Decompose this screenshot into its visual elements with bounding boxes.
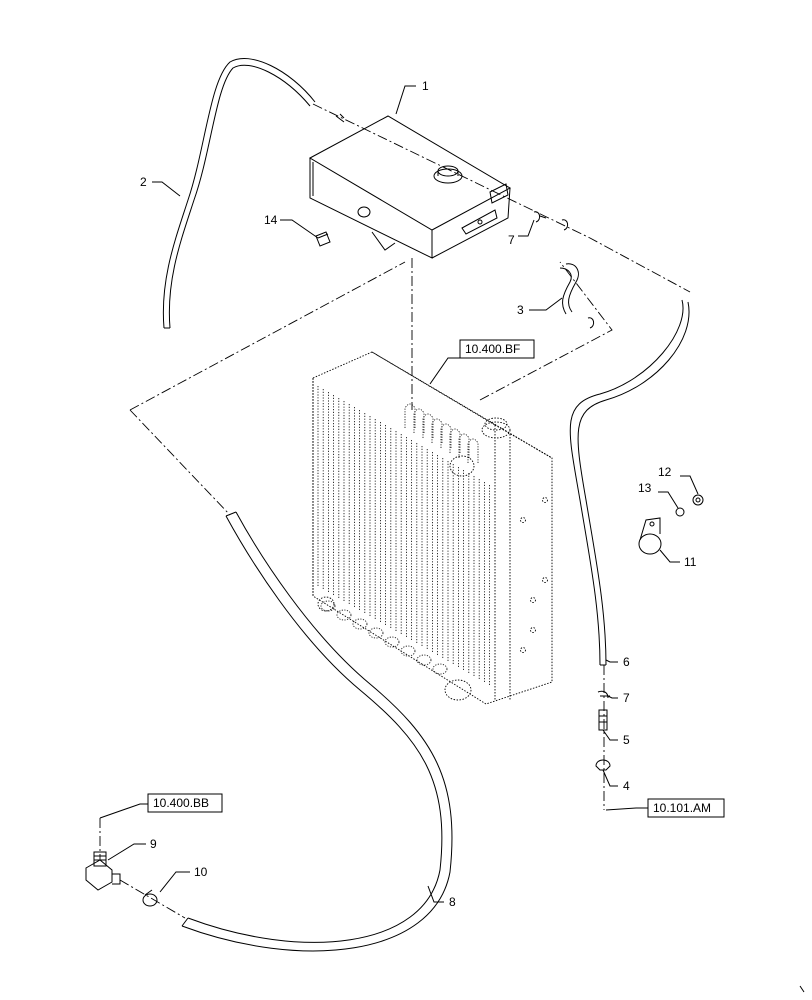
callout-5: 5: [623, 733, 630, 747]
callout-6: 6: [623, 655, 630, 669]
callout-2: 2: [140, 175, 147, 189]
callout-13: 13: [638, 481, 652, 495]
radiator-tube: [467, 438, 479, 463]
leader-lines: [99, 85, 699, 903]
radiator-tube: [458, 433, 470, 458]
reference-label-am[interactable]: 10.101.AM: [653, 801, 711, 815]
hose-3: [559, 263, 595, 329]
radiator-tube: [422, 413, 434, 438]
hose-8: [181, 511, 453, 952]
radiator-tube: [413, 408, 425, 433]
reference-label-bf[interactable]: 10.400.BF: [465, 342, 520, 356]
radiator-lower-tube: [352, 618, 368, 630]
callout-12: 12: [658, 465, 672, 479]
radiator-lower-tube: [416, 654, 432, 666]
fittings-lower-right: [595, 690, 611, 771]
callout-4: 4: [623, 779, 630, 793]
radiator-tube: [431, 418, 443, 443]
cap-14: [315, 231, 331, 247]
nut-12: [692, 494, 704, 506]
callout-3: 3: [517, 303, 524, 317]
reference-box-am[interactable]: 10.101.AM: [647, 798, 725, 818]
clamp-11: [638, 517, 662, 555]
callout-8: 8: [449, 895, 456, 909]
callout-10: 10: [194, 865, 208, 879]
clamps-top: [533, 211, 569, 231]
elbow-fitting-9: [85, 851, 121, 891]
radiator-lower-tube: [432, 663, 448, 675]
construction-lines: [99, 103, 691, 919]
radiator-tube: [440, 423, 452, 448]
radiator-lower-tube: [320, 600, 336, 612]
radiator-lower-tube: [368, 627, 384, 639]
washer-13: [675, 507, 685, 517]
radiator-lower-tube: [384, 636, 400, 648]
corner-mark: [799, 985, 805, 993]
radiator-tube: [404, 403, 416, 428]
expansion-tank: [308, 113, 512, 259]
radiator: [312, 351, 553, 705]
callout-labels: 1 2 3 4 5 6 7 7 8 9 10 11 12 13 14: [140, 79, 697, 909]
hose-6: [569, 299, 690, 666]
clamp-10: [142, 889, 158, 907]
radiator-tube: [449, 428, 461, 453]
callout-9: 9: [150, 837, 157, 851]
reference-box-bf[interactable]: 10.400.BF: [459, 339, 535, 359]
reference-box-bb[interactable]: 10.400.BB: [147, 793, 223, 813]
callout-7-top: 7: [508, 233, 515, 247]
radiator-fittings: [317, 417, 548, 701]
callout-14: 14: [264, 213, 278, 227]
callout-1: 1: [422, 79, 429, 93]
radiator-core-fins: [317, 386, 490, 685]
callout-11: 11: [684, 555, 697, 569]
reference-label-bb[interactable]: 10.400.BB: [153, 796, 209, 810]
hose-2: [162, 58, 316, 329]
callout-7-bottom: 7: [623, 691, 630, 705]
radiator-lower-tube: [336, 609, 352, 621]
radiator-lower-tube: [400, 645, 416, 657]
